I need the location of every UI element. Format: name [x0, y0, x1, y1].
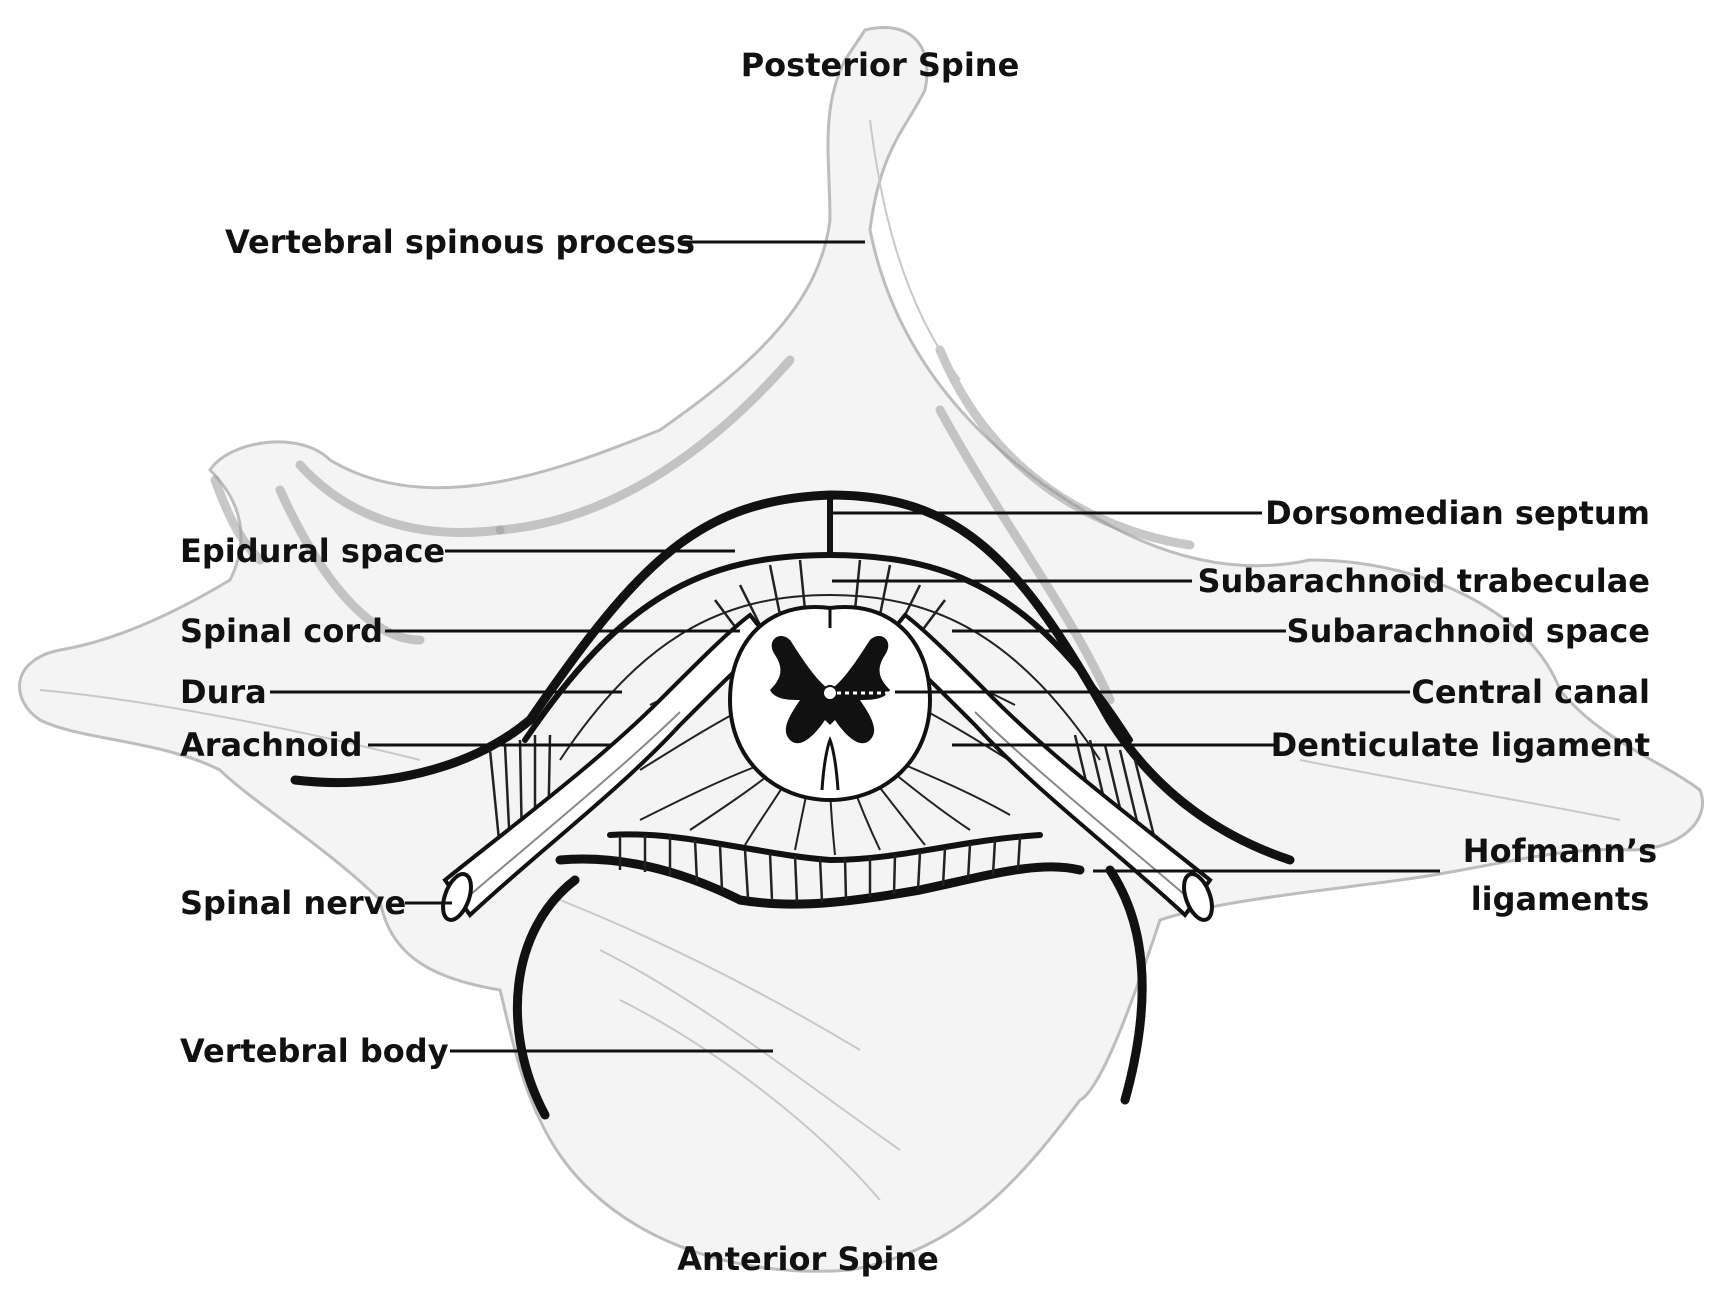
label-spinal-nerve: Spinal nerve — [180, 884, 406, 922]
trabecula — [738, 584, 762, 626]
central-canal-dot — [822, 685, 838, 701]
ligament-strand — [966, 843, 972, 881]
ligament-strand — [718, 844, 724, 891]
fan-line — [904, 764, 1011, 816]
ligament-strand — [843, 857, 848, 901]
spinal-cord — [727, 605, 933, 803]
anterior-arachnoid — [607, 831, 1043, 864]
shading-stroke — [935, 345, 1195, 550]
spinal-nerve-right — [882, 612, 1214, 922]
label-arachnoid: Arachnoid — [180, 726, 363, 764]
label-subarachnoid-space: Subarachnoid space — [1287, 612, 1650, 650]
label-epidural-space: Epidural space — [180, 532, 445, 570]
label-central-canal: Central canal — [1411, 673, 1650, 711]
leader-lines — [270, 240, 1440, 1053]
label-anterior-spine: Anterior Spine — [677, 1240, 939, 1278]
shading-stroke — [495, 355, 795, 535]
ligament-strand — [991, 839, 997, 876]
shading-stroke — [935, 405, 1115, 705]
label-dura: Dura — [180, 673, 267, 711]
trabecula — [853, 559, 862, 611]
label-vertebral-body: Vertebral body — [180, 1032, 449, 1070]
anterior-dura — [555, 854, 1085, 909]
shading-stroke — [295, 460, 505, 537]
trabecula — [768, 564, 782, 616]
ligament-strand — [818, 857, 824, 903]
ligament-strand — [793, 855, 799, 903]
ligament-strand — [1016, 836, 1022, 871]
vertebral-body-outline — [512, 865, 1147, 1120]
fan-line — [639, 764, 761, 821]
shading-stroke — [210, 475, 265, 565]
ligament-strand — [941, 847, 947, 887]
label-hofmanns-ligaments-line1: Hofmann’s — [1463, 832, 1657, 870]
label-denticulate-ligament: Denticulate ligament — [1271, 726, 1650, 764]
ligament-strand — [743, 849, 750, 899]
trabecula — [798, 559, 807, 611]
sketch-line — [559, 899, 861, 1051]
sketch-line — [869, 119, 961, 381]
ligament-strand — [916, 851, 922, 891]
label-spinal-cord: Spinal cord — [180, 612, 383, 650]
labels: Posterior Spine Vertebral spinous proces… — [180, 46, 1657, 1278]
label-subarachnoid-trabeculae: Subarachnoid trabeculae — [1197, 562, 1650, 600]
ligament-strand — [693, 839, 699, 883]
ligament-strand — [488, 749, 502, 851]
trabecula — [878, 564, 892, 616]
label-posterior-spine: Posterior Spine — [741, 46, 1020, 84]
sketch-line — [1299, 759, 1621, 821]
ligament-strand — [768, 852, 774, 901]
label-dorsomedian-septum: Dorsomedian septum — [1265, 494, 1650, 532]
arachnoid-layer — [559, 593, 1101, 761]
label-vertebral-spinous-process: Vertebral spinous process — [225, 223, 695, 261]
sketch-line — [39, 689, 421, 761]
ligament-strand — [892, 854, 897, 895]
shading-stroke — [275, 485, 425, 645]
grey-matter — [770, 635, 890, 744]
sketch-line — [619, 999, 881, 1201]
anterior-ligament-hatch — [618, 835, 1022, 903]
sketch-line — [599, 949, 901, 1151]
label-hofmanns-ligaments-line2: ligaments — [1471, 880, 1650, 918]
